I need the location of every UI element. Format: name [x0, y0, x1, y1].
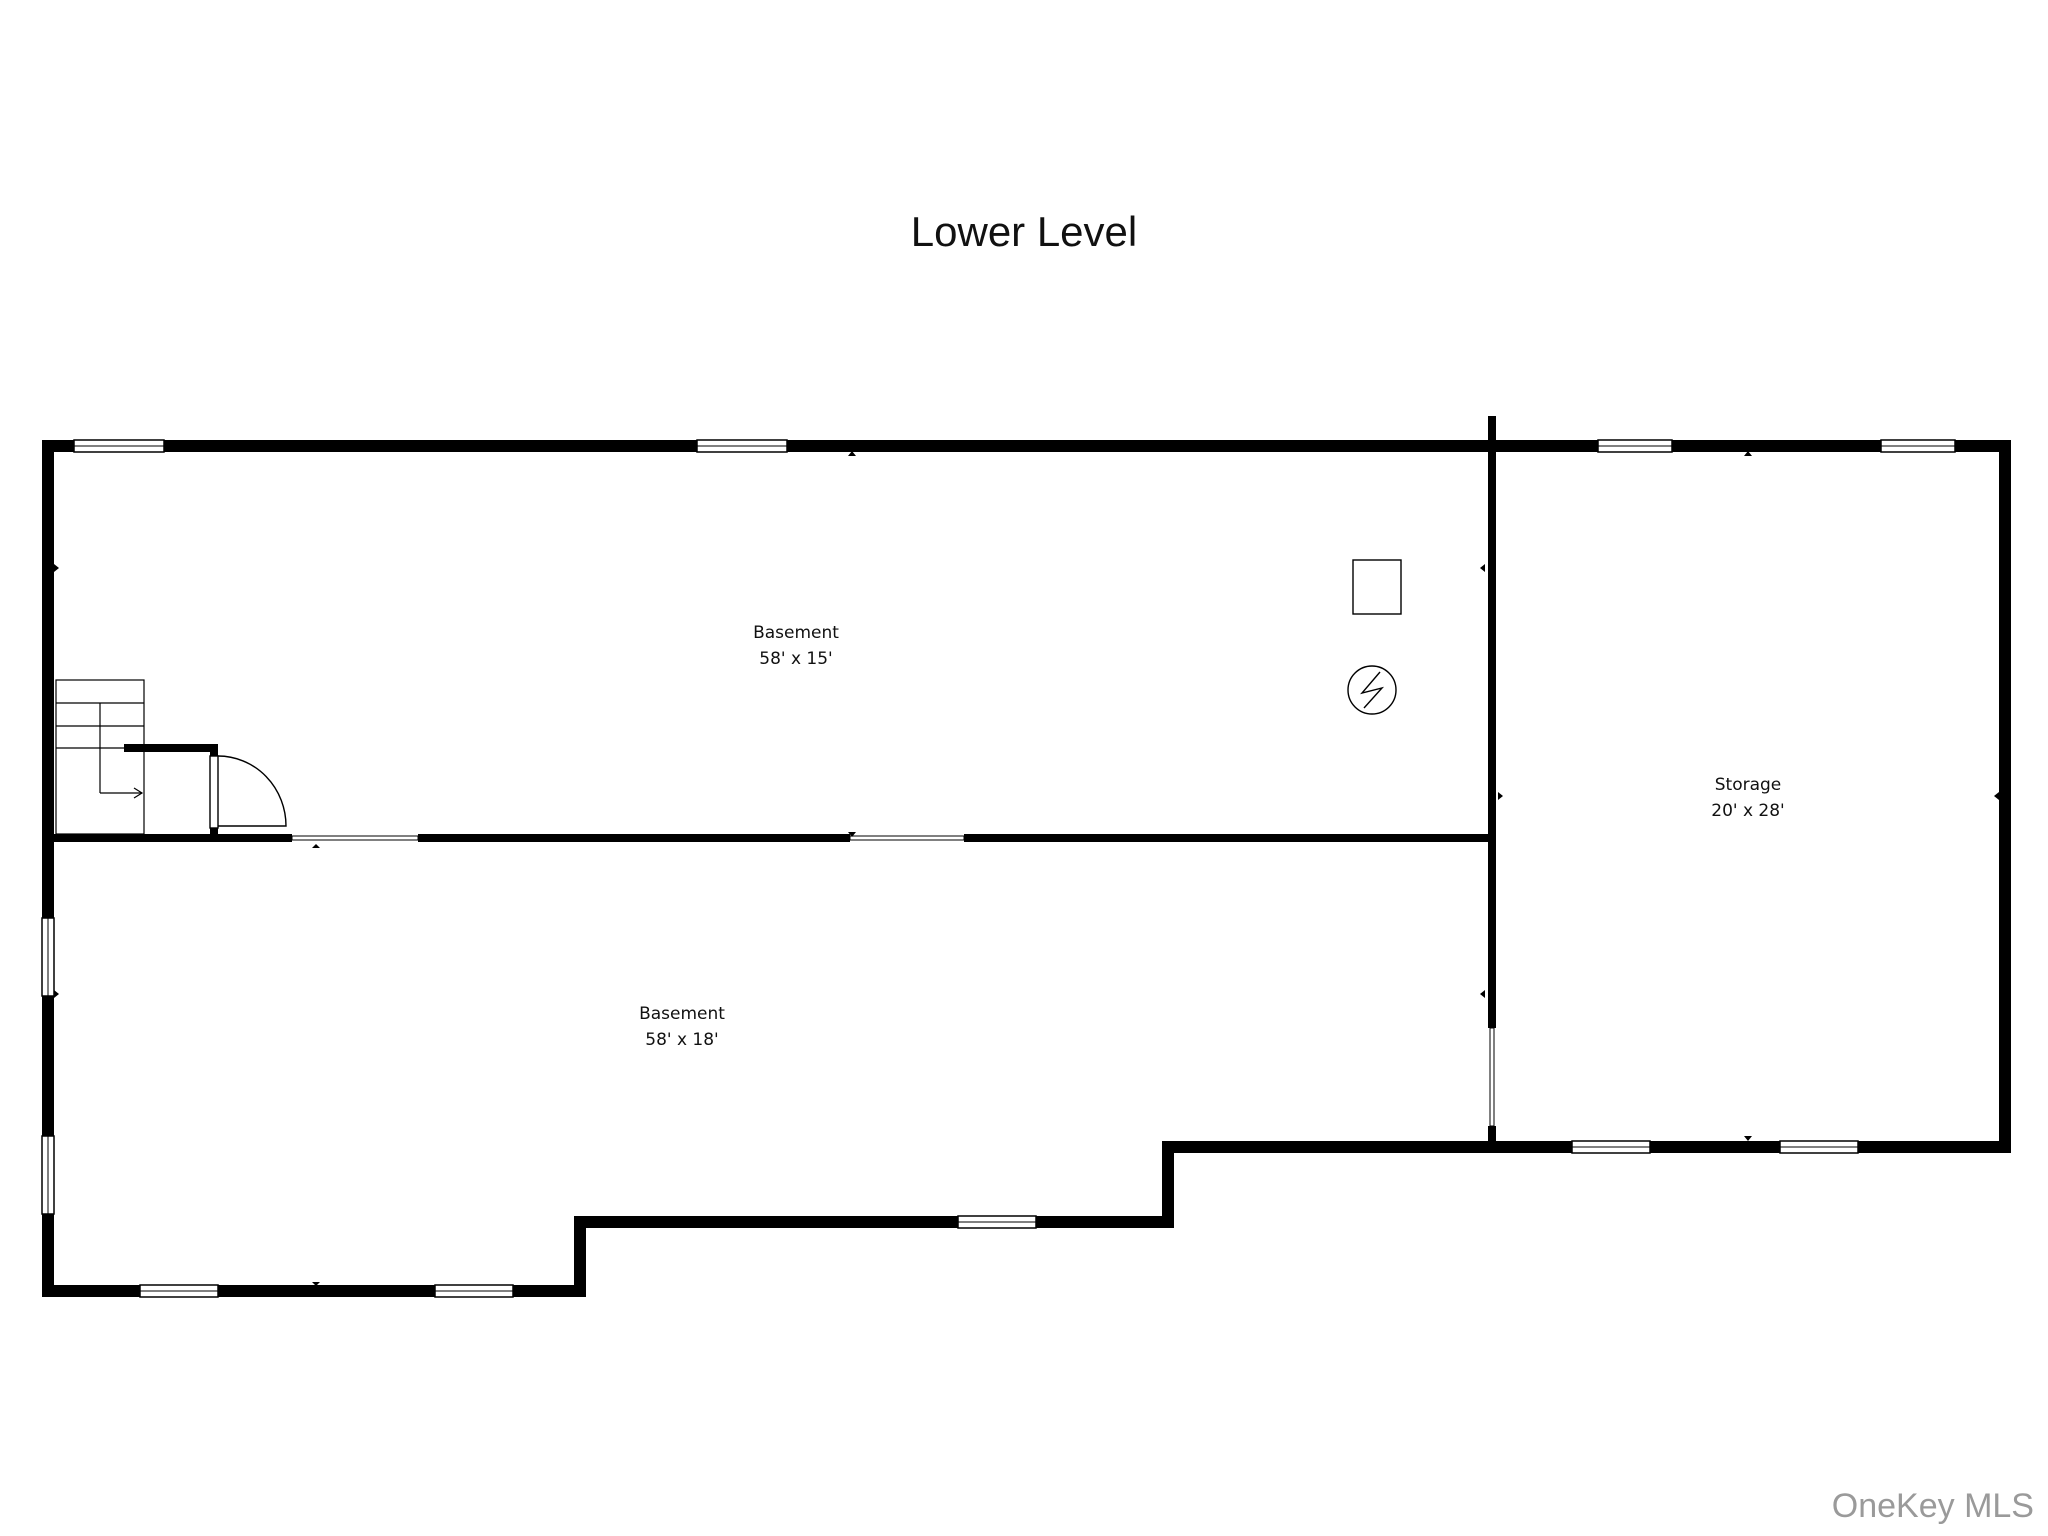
- room-label-basement-upper: Basement 58' x 15': [753, 623, 839, 669]
- room-label-basement-lower: Basement 58' x 18': [639, 1004, 725, 1050]
- walls: [42, 416, 2011, 1297]
- room-dims: 58' x 15': [759, 649, 832, 669]
- room-dims: 20' x 28': [1711, 801, 1784, 821]
- wall-markers: [54, 451, 1999, 1286]
- room-label-storage: Storage 20' x 28': [1711, 775, 1784, 821]
- opening-basement-2-outline: [849, 835, 965, 841]
- door-swing-icon: [209, 755, 287, 829]
- stair-enclosure-wall: [124, 744, 218, 838]
- room-dims: 58' x 18': [645, 1030, 718, 1050]
- watermark-logo: OneKey MLS: [1831, 1487, 2034, 1525]
- openings: [292, 833, 1497, 1126]
- exterior-wall: [42, 440, 2011, 1297]
- windows: [41, 439, 1956, 1298]
- electric-panel-icon: [1347, 665, 1397, 715]
- room-name: Basement: [753, 623, 839, 643]
- opening-storage: [1487, 1028, 1497, 1126]
- stairs-icon: [55, 679, 145, 835]
- room-name: Storage: [1715, 775, 1782, 795]
- floor-title: Lower Level: [910, 208, 1138, 255]
- appliance-box-icon: [1352, 559, 1402, 615]
- opening-basement-1-outline: [291, 835, 419, 841]
- opening-basement-1: [292, 833, 418, 843]
- room-name: Basement: [639, 1004, 725, 1024]
- opening-basement-2: [850, 833, 964, 843]
- opening-storage-outline: [1489, 1027, 1495, 1127]
